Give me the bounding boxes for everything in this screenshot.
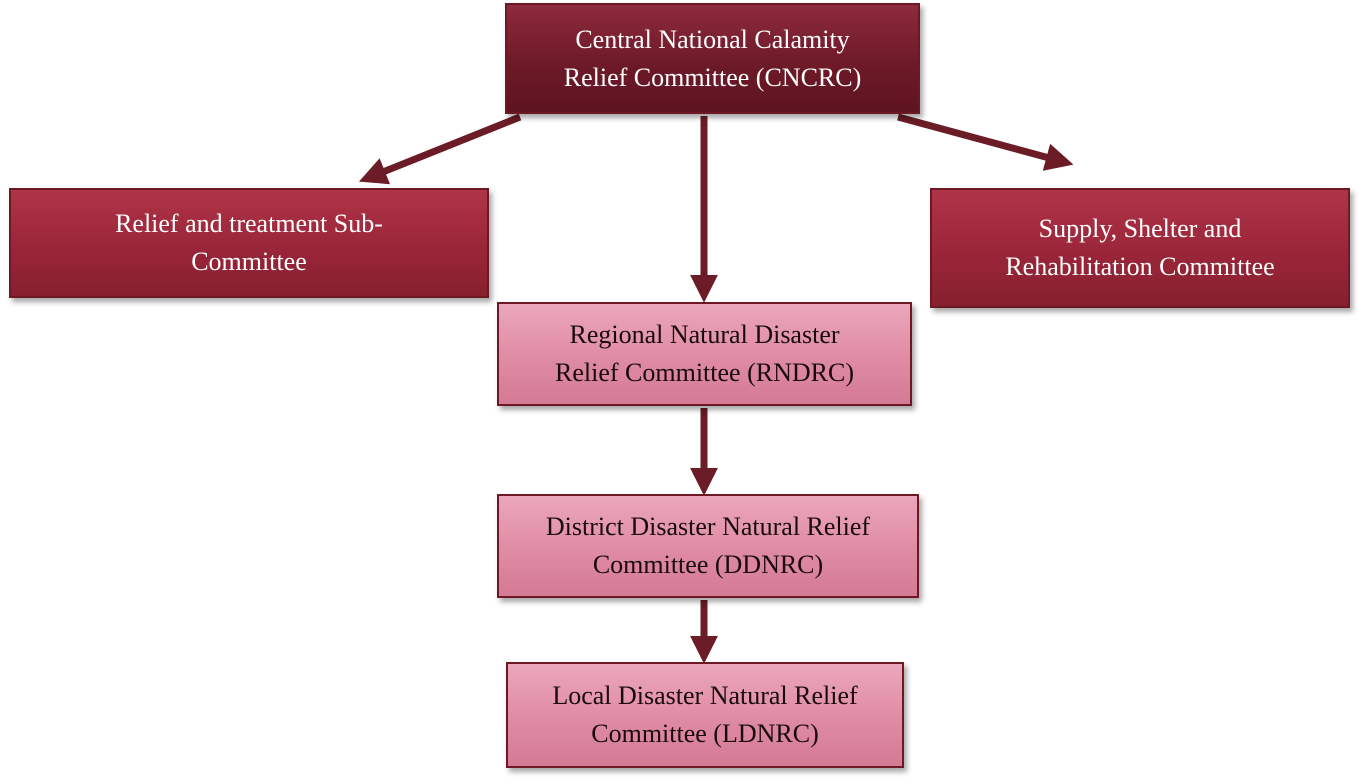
arrow-cncrc-to-relief [358, 113, 522, 185]
node-relief-treatment-label: Relief and treatment Sub- Committee [115, 209, 383, 276]
node-ddnrc: District Disaster Natural Relief Committ… [497, 494, 919, 598]
node-rndrc: Regional Natural Disaster Relief Committ… [497, 302, 912, 406]
node-cncrc: Central National Calamity Relief Committ… [505, 3, 920, 114]
node-rndrc-label: Regional Natural Disaster Relief Committ… [555, 320, 854, 387]
node-relief-treatment: Relief and treatment Sub- Committee [9, 188, 489, 298]
node-supply-shelter-label: Supply, Shelter and Rehabilitation Commi… [1005, 214, 1275, 281]
node-ldnrc: Local Disaster Natural Relief Committee … [506, 662, 904, 768]
node-cncrc-label: Central National Calamity Relief Committ… [563, 24, 862, 92]
node-supply-shelter: Supply, Shelter and Rehabilitation Commi… [930, 188, 1350, 308]
node-ddnrc-label: District Disaster Natural Relief Committ… [545, 512, 871, 579]
arrow-cncrc-to-supply [897, 113, 1074, 171]
node-ldnrc-label: Local Disaster Natural Relief Committee … [552, 681, 858, 748]
